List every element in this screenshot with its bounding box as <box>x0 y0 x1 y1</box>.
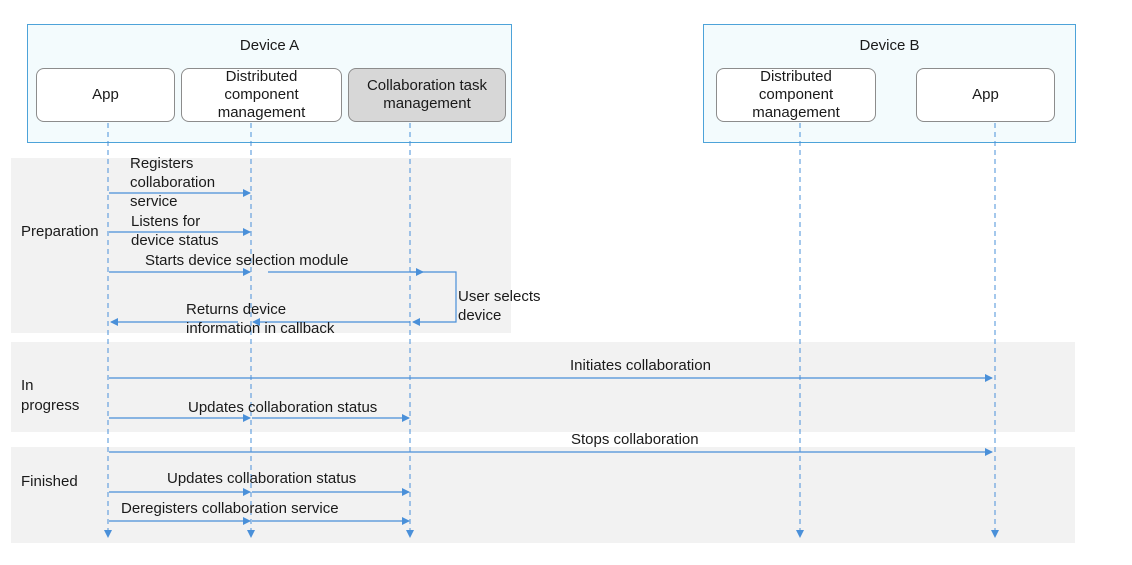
msg-registers: Registers collaboration service <box>130 155 216 210</box>
msg-listens: Listens for device status <box>131 213 219 249</box>
device-b-title: Device B <box>859 37 920 54</box>
device-a-app-box: App <box>36 68 175 122</box>
msg-starts: Starts device selection module <box>145 252 349 269</box>
device-a-ctm-box: Collaboration task management <box>348 68 506 122</box>
msg-user-selects: User selects device <box>458 288 541 324</box>
phase-label-finished: Finished <box>21 473 78 490</box>
msg-updates-2: Updates collaboration status <box>167 470 357 487</box>
device-a-dcm-box: Distributed component management <box>181 68 342 122</box>
msg-updates-1: Updates collaboration status <box>188 399 378 416</box>
msg-returns: Returns device information in callback <box>186 301 335 337</box>
phase-finished-band <box>11 447 1075 543</box>
msg-stops: Stops collaboration <box>571 431 699 448</box>
msg-initiates: Initiates collaboration <box>570 357 711 374</box>
phase-in-progress-band <box>11 342 1075 432</box>
phase-preparation-band <box>11 158 511 333</box>
phase-label-in-progress: In progress <box>21 377 80 414</box>
device-b-dcm-box: Distributed component management <box>716 68 876 122</box>
device-a-title: Device A <box>239 37 300 54</box>
phase-label-preparation: Preparation <box>21 223 99 240</box>
msg-deregisters: Deregisters collaboration service <box>121 500 339 517</box>
device-b-app-box: App <box>916 68 1055 122</box>
arrow-user-selects-loop <box>410 271 457 326</box>
